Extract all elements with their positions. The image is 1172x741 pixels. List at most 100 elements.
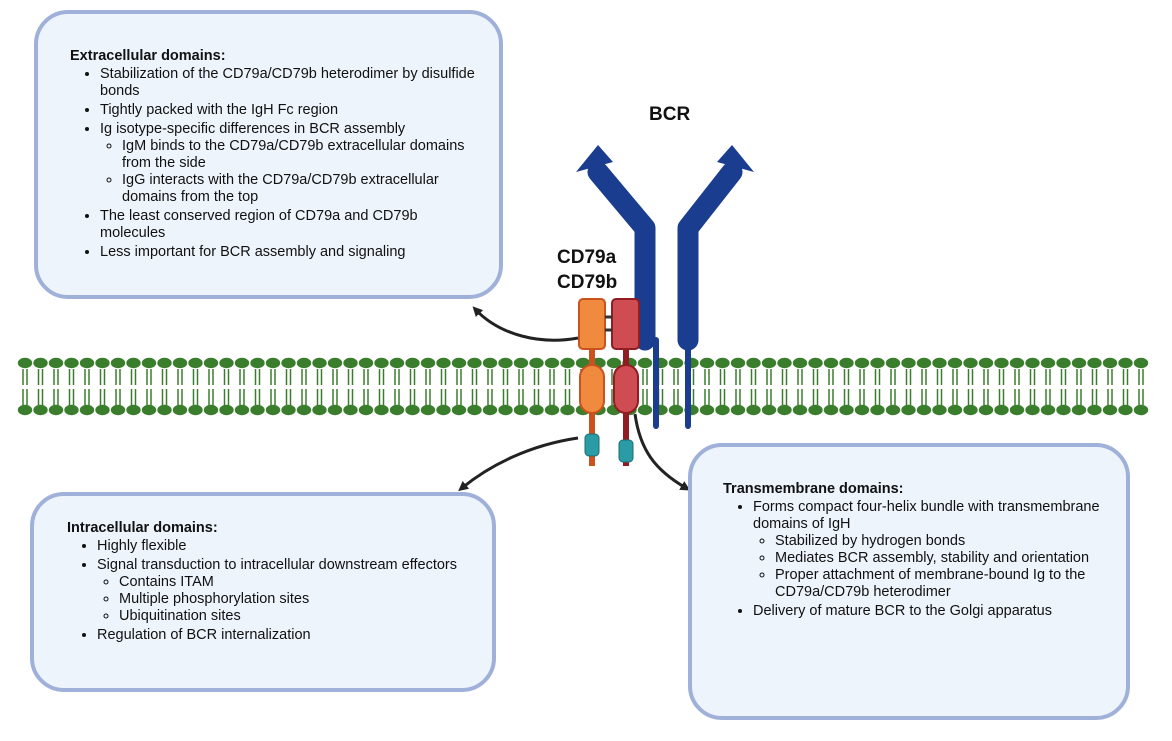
lipid-head: [947, 357, 963, 369]
bcr-left-arm: [587, 161, 656, 351]
lipid-head: [420, 404, 436, 416]
lipid-head: [560, 357, 575, 369]
lipid-head: [1025, 357, 1040, 369]
lipid-head: [1118, 404, 1133, 416]
lipid-head: [808, 357, 823, 369]
lipid-head: [95, 357, 110, 369]
lipid-head: [312, 404, 327, 416]
list-item-text: Ig isotype-specific differences in BCR a…: [100, 121, 406, 137]
lipid-head: [389, 357, 405, 369]
lipid-head: [157, 404, 172, 416]
lipid-head: [358, 404, 374, 416]
sub-list-item: Multiple phosphorylation sites: [119, 591, 472, 608]
lipid-head: [1009, 357, 1025, 369]
lipid-head: [1040, 357, 1056, 369]
lipid-head: [327, 357, 343, 369]
list-item: Signal transduction to intracellular dow…: [97, 557, 472, 625]
lipid-head: [1056, 404, 1071, 416]
lipid-head: [839, 357, 854, 369]
lipid-head: [451, 357, 467, 369]
lipid-head: [467, 357, 482, 369]
lipid-head: [79, 357, 95, 369]
sub-list-item: Stabilized by hydrogen bonds: [775, 533, 1106, 550]
lipid-head: [48, 357, 64, 369]
lipid-head: [715, 357, 730, 369]
transmembrane-list: Forms compact four-helix bundle with tra…: [723, 499, 1106, 620]
sub-list: Contains ITAM Multiple phosphorylation s…: [97, 574, 472, 625]
list-item: Delivery of mature BCR to the Golgi appa…: [753, 603, 1106, 620]
lipid-head: [529, 404, 544, 416]
lipid-head: [296, 357, 312, 369]
sub-list-item: IgM binds to the CD79a/CD79b extracellul…: [122, 138, 479, 172]
lipid-head: [1071, 404, 1087, 416]
lipid-head: [1102, 357, 1118, 369]
lipid-head: [172, 357, 188, 369]
list-item: Stabilization of the CD79a/CD79b heterod…: [100, 66, 479, 100]
lipid-head: [901, 357, 916, 369]
lipid-head: [33, 404, 48, 416]
lipid-head: [978, 404, 994, 416]
lipid-head: [110, 404, 126, 416]
lipid-head: [792, 404, 808, 416]
lipid-head: [994, 404, 1009, 416]
lipid-head: [932, 357, 947, 369]
bcr-label: BCR: [649, 104, 691, 125]
lipid-head: [668, 357, 684, 369]
lipid-head: [482, 404, 498, 416]
sub-list: IgM binds to the CD79a/CD79b extracellul…: [100, 138, 479, 206]
lipid-head: [1071, 357, 1087, 369]
lipid-head: [482, 357, 498, 369]
lipid-head: [963, 357, 978, 369]
lipid-head: [839, 404, 854, 416]
lipid-head: [529, 357, 544, 369]
lipid-head: [513, 357, 529, 369]
lipid-head: [203, 357, 219, 369]
lipid-head: [1102, 404, 1118, 416]
arrow-to-intracellular: [458, 436, 579, 492]
intracellular-list: Highly flexible Signal transduction to i…: [67, 538, 472, 644]
sub-list-item: Mediates BCR assembly, stability and ori…: [775, 550, 1106, 567]
lipid-head: [885, 404, 901, 416]
lipid-head: [343, 357, 358, 369]
lipid-head: [854, 404, 870, 416]
sub-list-item: IgG interacts with the CD79a/CD79b extra…: [122, 172, 479, 206]
lipid-head: [374, 404, 389, 416]
lipid-head: [498, 404, 513, 416]
lipid-head: [854, 357, 870, 369]
lipid-head: [513, 404, 529, 416]
cd79a-extracellular-domain: [578, 298, 606, 350]
intracellular-domains-box: Intracellular domains: Highly flexible S…: [30, 492, 496, 692]
lipid-head: [978, 357, 994, 369]
lipid-head: [79, 404, 95, 416]
lipid-head: [436, 357, 451, 369]
list-item: Forms compact four-helix bundle with tra…: [753, 499, 1106, 601]
list-item-text: Forms compact four-helix bundle with tra…: [753, 499, 1100, 532]
lipid-head: [48, 404, 64, 416]
arrows: [458, 306, 691, 492]
lipid-head: [715, 404, 730, 416]
lipid-head: [265, 404, 281, 416]
lipid-head: [188, 404, 203, 416]
sub-list-item: Ubiquitination sites: [119, 608, 472, 625]
lipid-head: [281, 404, 296, 416]
lipid-head: [668, 404, 684, 416]
lipid-head: [467, 404, 482, 416]
lipid-head: [33, 357, 48, 369]
bcr-left-tip: [576, 145, 613, 172]
lipid-head: [808, 404, 823, 416]
cd79b-extracellular-domain: [611, 298, 640, 350]
intracellular-title: Intracellular domains:: [67, 520, 218, 536]
lipid-head: [916, 404, 932, 416]
lipid-head: [1009, 404, 1025, 416]
lipid-head: [203, 404, 219, 416]
arrow-to-extracellular: [472, 306, 579, 342]
lipid-head: [947, 404, 963, 416]
lipid-head: [141, 404, 157, 416]
lipid-head: [436, 404, 451, 416]
cd79a-transmembrane-domain: [579, 364, 605, 414]
bcr-right-arm: [677, 161, 743, 351]
lipid-head: [916, 357, 932, 369]
lipid-head: [219, 404, 234, 416]
arrow-to-transmembrane: [633, 413, 691, 491]
